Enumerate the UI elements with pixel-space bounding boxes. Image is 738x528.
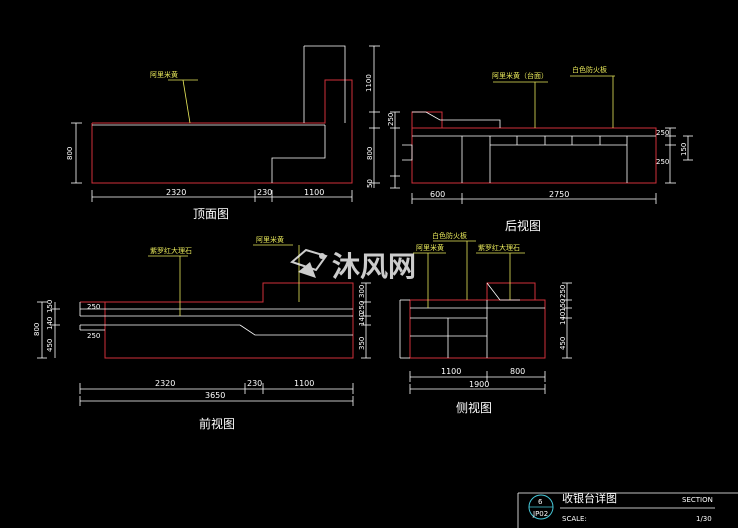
front-view-dim-1100: 1100 [294,379,314,388]
side-view-dim-150: 150 [559,299,567,312]
front-view-dim-right-350: 350 [358,337,366,350]
back-view-dim-600: 600 [430,190,445,199]
front-view: 紫罗红大理石 阿里米黄 250 250 2320 230 1100 3650 1… [33,235,371,431]
side-view-dim-250: 250 [559,285,567,298]
side-view-dim-450: 450 [559,337,567,350]
side-view-dim-1900: 1900 [469,380,489,389]
front-view-outline [80,282,354,359]
top-view-outline [91,79,353,184]
front-view-dim-right-250: 250 [358,301,366,314]
back-view-dim-50: 50 [366,179,374,188]
back-view-dim-right-250-b: 250 [656,158,669,166]
front-view-side-label-a: 250 [87,303,100,311]
back-view-dim-800: 800 [366,147,374,160]
title-block-section: SECTION [682,496,713,504]
top-view-upper-frame [304,45,346,123]
watermark-logo-icon [290,248,328,278]
front-view-dim-right-140: 140 [358,313,366,326]
side-view-dim-800: 800 [510,367,525,376]
back-view-raised [411,111,443,128]
side-view: 阿里米黄 白色防火板 紫罗红大理石 1100 800 1900 250 150 … [399,231,572,415]
top-view-note-leader [182,79,191,124]
title-block-scale-value: 1/30 [696,515,712,523]
watermark: 沐风网 [290,248,416,283]
front-view-dim-left-450: 450 [46,339,54,352]
top-view-dim-230: 230 [257,188,272,197]
top-view: 阿里米黄 2320 230 1100 800 顶面图 [66,45,353,221]
back-view-title: 后视图 [505,218,541,233]
side-view-raised [486,282,536,300]
top-view-dim-2320: 2320 [166,188,186,197]
front-view-note-left: 紫罗红大理石 [150,246,192,255]
back-view-top-profile [412,111,501,128]
title-block: 6 JP02 收银台详图 SECTION SCALE: 1/30 [517,491,738,528]
title-block-circle-bottom: JP02 [532,510,548,518]
front-view-dim-left-140: 140 [46,317,54,330]
front-view-side-label-b: 250 [87,332,100,340]
top-view-dim-800: 800 [66,147,74,160]
side-view-title: 侧视图 [456,400,492,415]
back-view-dim-250: 250 [387,113,395,126]
side-view-dim-140: 140 [559,312,567,325]
top-view-title: 顶面图 [193,207,229,221]
watermark-text: 沐风网 [332,250,416,283]
front-view-dim-2320: 2320 [155,379,175,388]
front-view-dim-left-800: 800 [33,323,41,336]
back-view-dim-right-150: 150 [680,143,688,156]
side-view-body [409,299,546,359]
title-block-scale-label: SCALE: [562,515,587,523]
front-view-dim-right-300: 300 [358,285,366,298]
back-view-dim-2750: 2750 [549,190,569,199]
side-view-note-a: 阿里米黄 [416,243,444,252]
back-view-dim-1100: 1100 [365,74,373,92]
side-view-note-c: 紫罗红大理石 [478,243,520,252]
title-block-title: 收银台详图 [562,491,617,505]
title-block-circle-top: 6 [538,498,543,506]
front-view-note-right: 阿里米黄 [256,235,284,244]
back-view-note-right: 白色防火板 [572,65,607,74]
front-view-dim-left-150: 150 [46,300,54,313]
top-view-dim-1100: 1100 [304,188,324,197]
side-view-note-b: 白色防火板 [432,231,467,240]
side-view-dim-1100: 1100 [441,367,461,376]
front-view-dim-230: 230 [247,379,262,388]
back-view-dim-right-250-a: 250 [656,129,669,137]
top-view-step [271,125,326,183]
top-view-note: 阿里米黄 [150,70,178,79]
front-view-dim-3650: 3650 [205,391,225,400]
back-view-note-left: 阿里米黄（台面） [492,71,548,80]
front-view-title: 前视图 [199,416,235,431]
back-view: 阿里米黄（台面） 白色防火板 600 2750 1100 250 800 50 … [365,45,693,233]
